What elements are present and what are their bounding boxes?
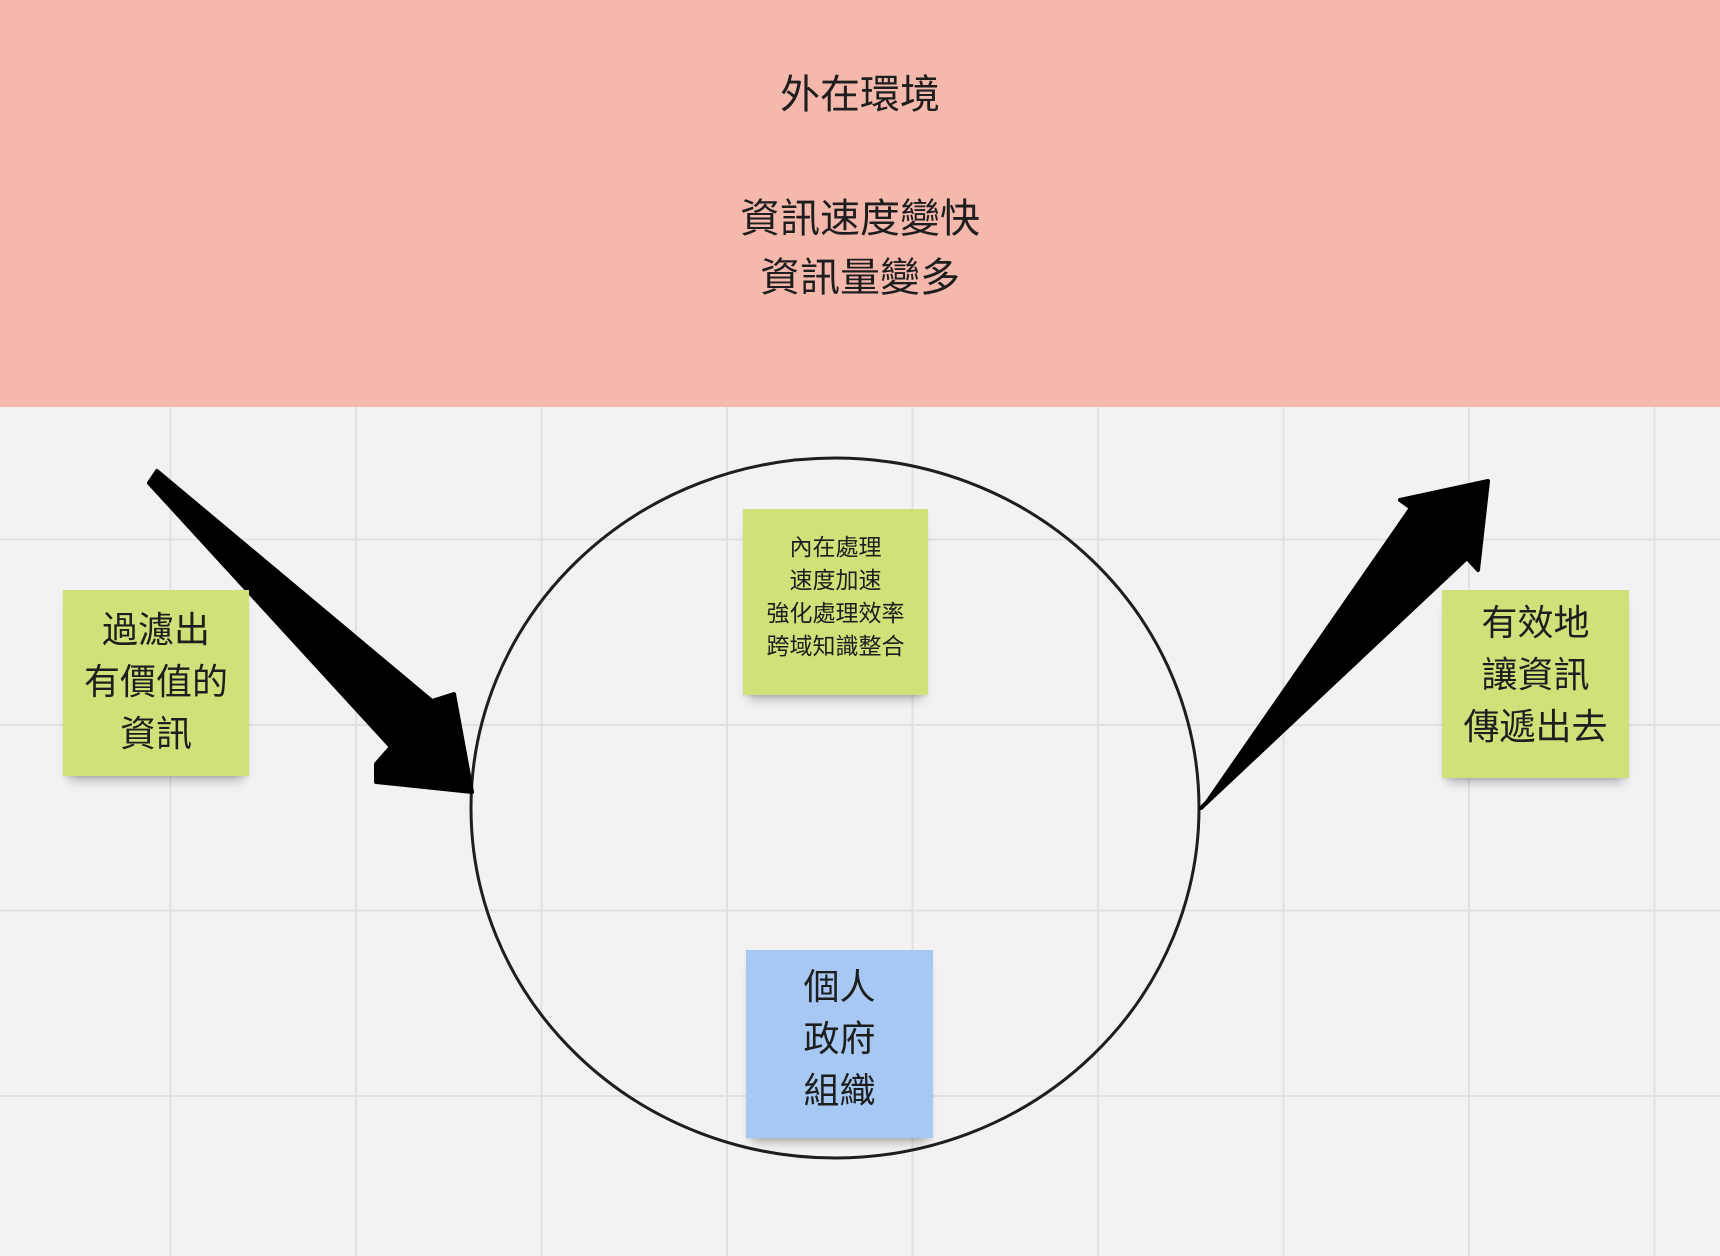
note-line: 政府: [803, 1019, 876, 1060]
sticky-note-share[interactable]: 有效地 讓資訊 傳遞出去: [1442, 590, 1629, 778]
note-line: 組織: [803, 1071, 876, 1112]
note-line: 個人: [803, 967, 876, 1008]
sticky-note-internal-processing[interactable]: 內在處理 速度加速 強化處理效率 跨域知識整合: [743, 509, 928, 695]
note-line: 有價值的: [83, 662, 228, 703]
frame-line: 資訊量變多: [760, 255, 960, 301]
note-line: 有效地: [1481, 603, 1590, 644]
note-line: 過濾出: [101, 610, 210, 651]
sticky-note-filter[interactable]: 過濾出 有價值的 資訊: [63, 590, 249, 776]
note-line: 速度加速: [789, 568, 882, 594]
note-line: 內在處理: [789, 535, 882, 561]
note-line: 傳遞出去: [1463, 707, 1608, 748]
external-environment-frame[interactable]: 外在環境 資訊速度變快 資訊量變多: [0, 0, 1720, 407]
frame-line: 資訊速度變快: [740, 196, 980, 242]
frame-body: 資訊速度變快 資訊量變多: [0, 190, 1720, 308]
note-line: 強化處理效率: [766, 601, 905, 627]
note-line: 跨域知識整合: [766, 634, 905, 660]
note-line: 讓資訊: [1481, 655, 1590, 696]
note-line: 資訊: [119, 714, 192, 755]
frame-title: 外在環境: [780, 72, 940, 118]
sticky-note-entities[interactable]: 個人 政府 組織: [746, 950, 933, 1138]
